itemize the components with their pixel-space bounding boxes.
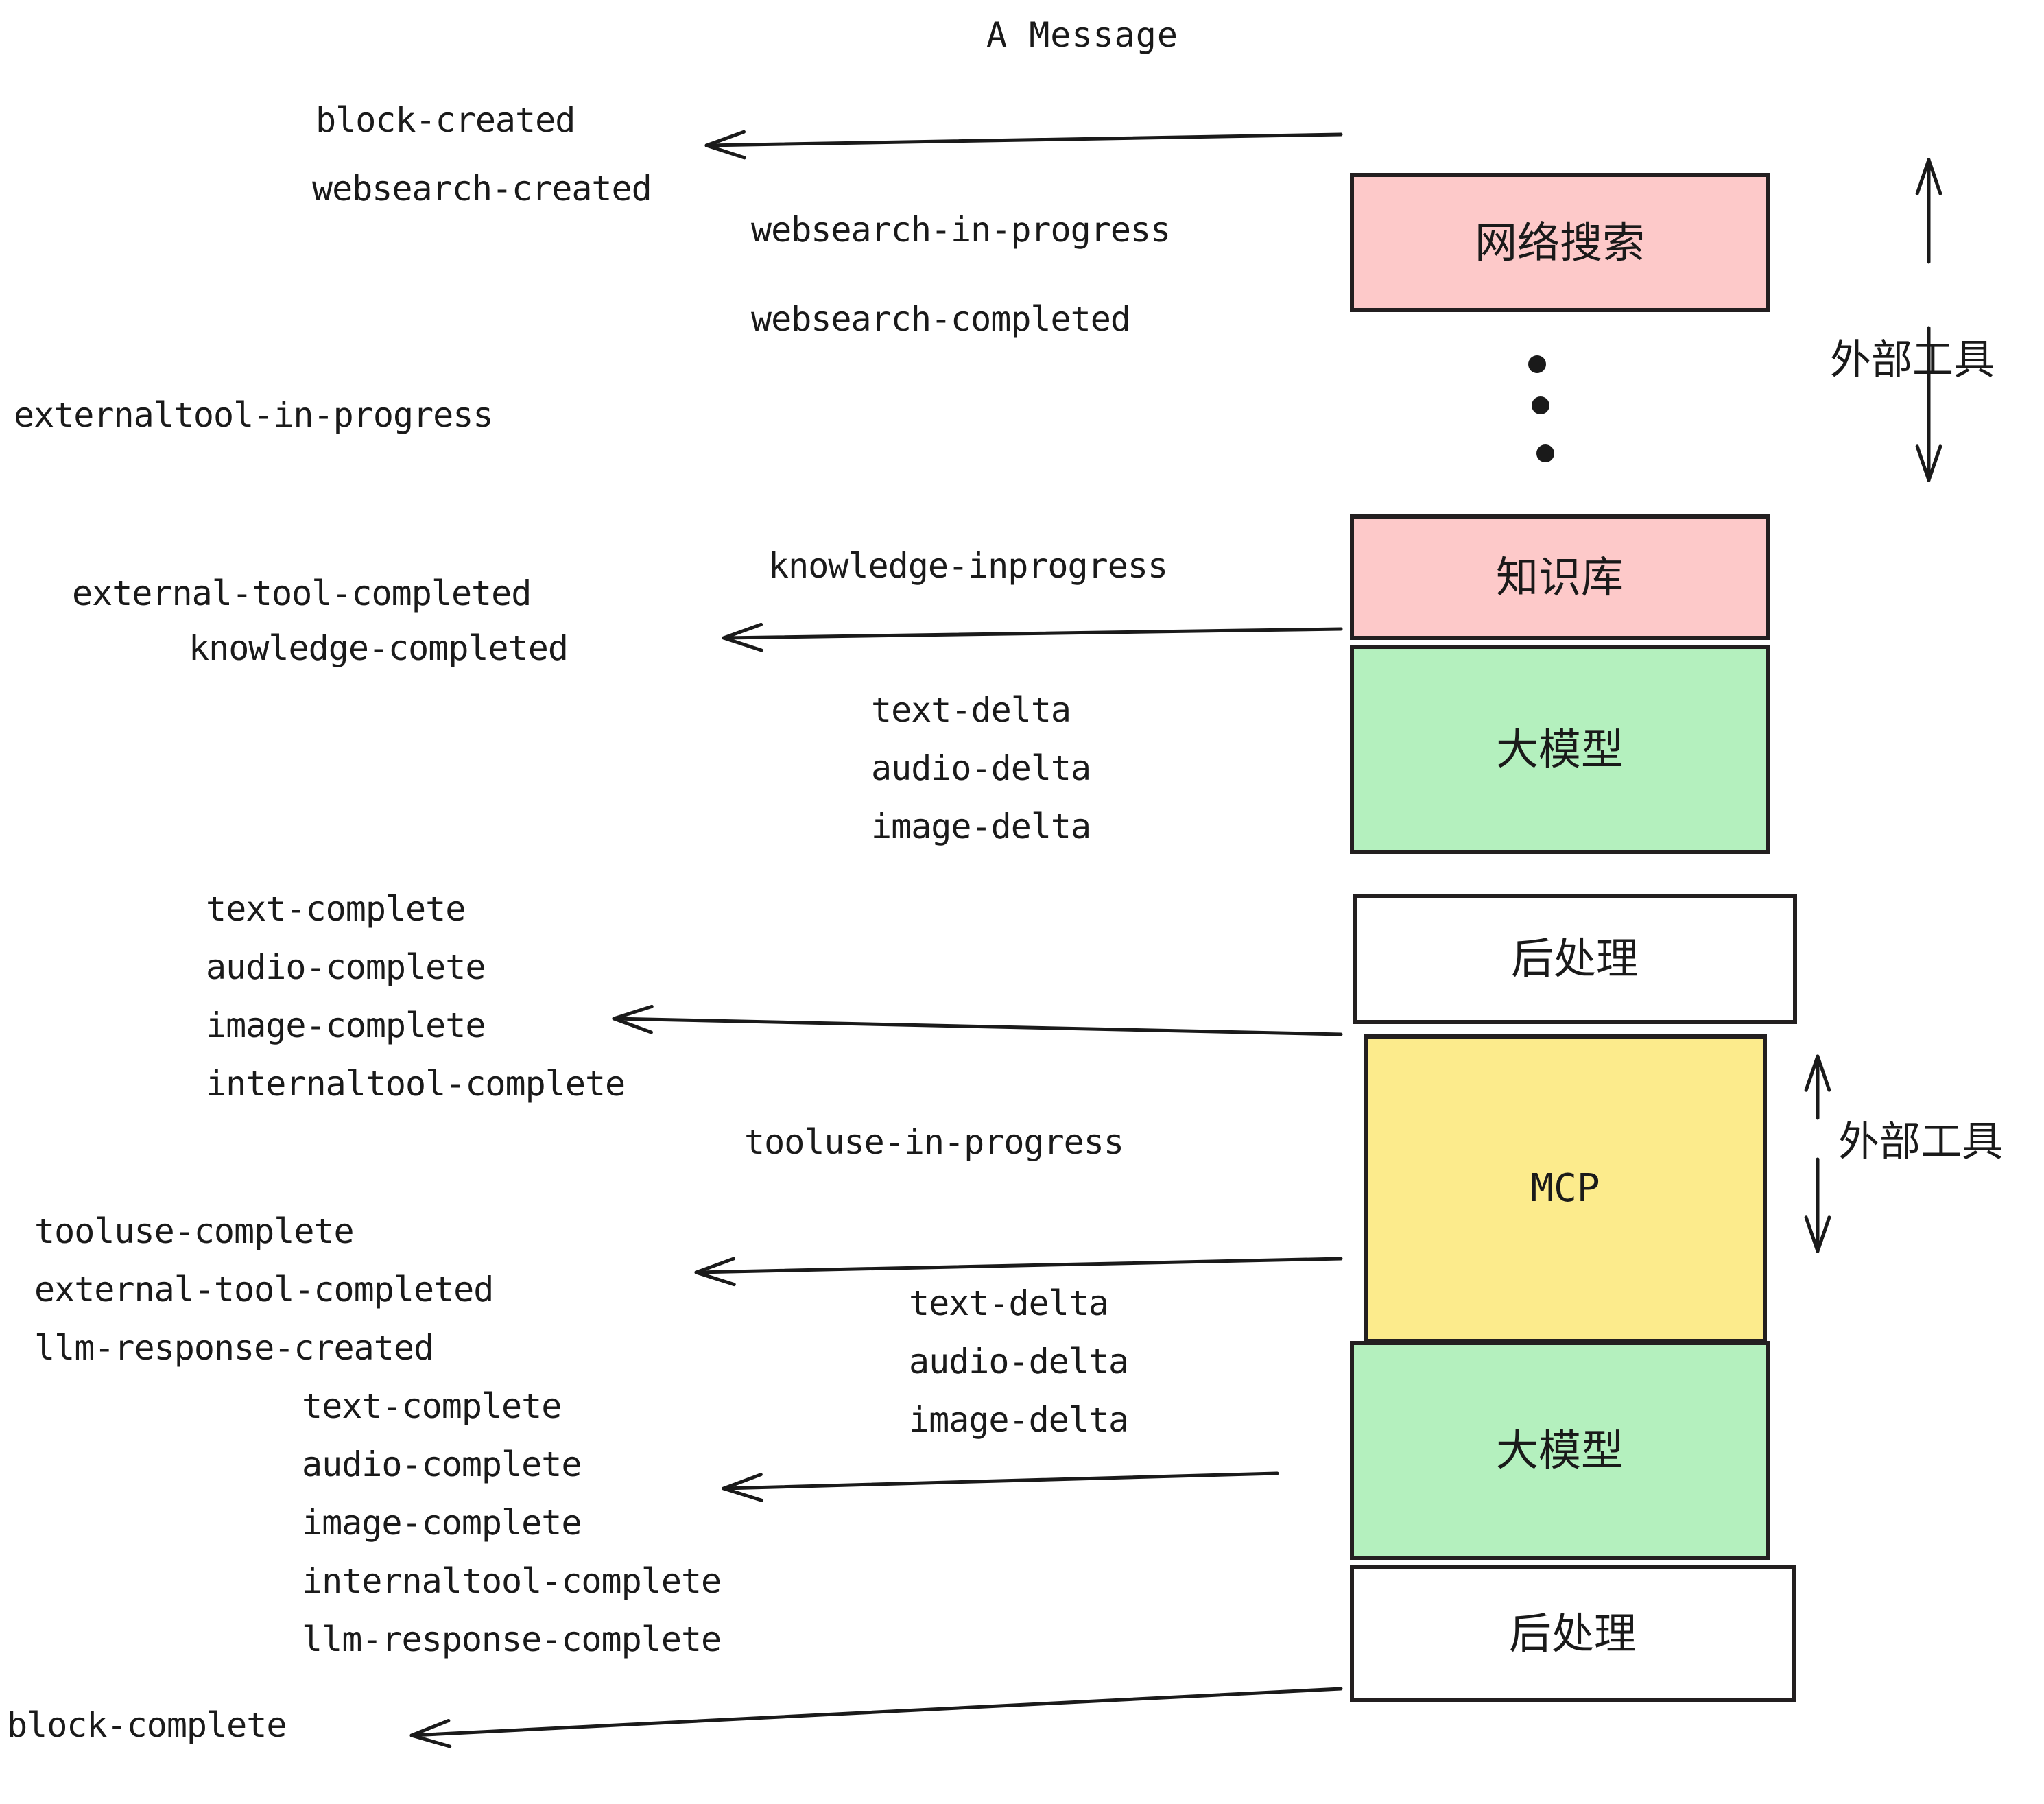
event-label: text-complete xyxy=(206,889,466,929)
event-label: text-delta xyxy=(871,690,1071,730)
box-postprocess-upper: 后处理 xyxy=(1353,894,1797,1024)
group-label-external-tool: 外部工具 xyxy=(1838,1118,2003,1166)
arrow-knowledge-to-events xyxy=(722,622,1343,652)
event-label: block-complete xyxy=(7,1705,287,1745)
box-label: 大模型 xyxy=(1495,1425,1624,1475)
box-label: 大模型 xyxy=(1495,724,1624,774)
box-websearch: 网络搜索 xyxy=(1350,173,1770,312)
box-label: 网络搜索 xyxy=(1474,217,1645,268)
arrow-external-tool-up-1 xyxy=(1915,158,1942,264)
event-label: internaltool-complete xyxy=(302,1561,722,1601)
box-llm-upper: 大模型 xyxy=(1350,645,1770,854)
event-label: block-created xyxy=(316,100,575,140)
event-label: knowledge-inprogress xyxy=(768,546,1168,586)
ellipsis-dot-icon xyxy=(1536,444,1554,462)
event-label: image-delta xyxy=(871,807,1091,846)
box-llm-lower: 大模型 xyxy=(1350,1341,1770,1560)
event-label: internaltool-complete xyxy=(206,1064,626,1104)
arrow-websearch-to-events xyxy=(704,130,1343,160)
event-label: external-tool-completed xyxy=(34,1270,494,1309)
arrow-llm-lower-to-events xyxy=(722,1471,1279,1502)
event-label: knowledge-completed xyxy=(189,628,569,668)
arrow-external-tool-up-2 xyxy=(1804,1054,1831,1120)
event-label: text-delta xyxy=(909,1283,1109,1323)
event-label: llm-response-complete xyxy=(302,1619,722,1659)
event-label: websearch-in-progress xyxy=(751,210,1171,250)
ellipsis-dot-icon xyxy=(1532,396,1549,414)
event-label: image-complete xyxy=(206,1006,486,1045)
ellipsis-dot-icon xyxy=(1528,355,1546,373)
arrow-external-tool-down-2 xyxy=(1804,1157,1831,1253)
arrow-mcp-to-events xyxy=(694,1257,1343,1287)
arrow-llm-upper-to-events xyxy=(612,1004,1343,1036)
event-label: text-complete xyxy=(302,1386,562,1426)
arrow-postprocess-to-block xyxy=(409,1687,1343,1748)
page-title: A Message xyxy=(986,15,1178,55)
event-label: websearch-completed xyxy=(751,299,1131,339)
event-label: image-complete xyxy=(302,1503,582,1543)
box-label: 后处理 xyxy=(1510,934,1639,984)
event-label: websearch-created xyxy=(312,169,652,209)
event-label: tooluse-in-progress xyxy=(744,1122,1124,1162)
box-mcp: MCP xyxy=(1364,1034,1767,1343)
group-label-external-tool: 外部工具 xyxy=(1830,336,1995,384)
box-knowledgebase: 知识库 xyxy=(1350,514,1770,640)
event-label: tooluse-complete xyxy=(34,1211,355,1251)
event-label: image-delta xyxy=(909,1400,1129,1440)
event-label: audio-delta xyxy=(871,748,1091,788)
event-label: audio-delta xyxy=(909,1342,1129,1381)
box-label: 知识库 xyxy=(1495,551,1624,602)
box-label: MCP xyxy=(1530,1166,1600,1211)
box-postprocess-lower: 后处理 xyxy=(1350,1565,1796,1702)
event-label: audio-complete xyxy=(206,947,486,987)
event-label: external-tool-completed xyxy=(72,573,532,613)
event-label: externaltool-in-progress xyxy=(14,395,493,435)
box-label: 后处理 xyxy=(1508,1609,1637,1659)
event-label: audio-complete xyxy=(302,1445,582,1484)
event-label: llm-response-created xyxy=(34,1328,434,1368)
